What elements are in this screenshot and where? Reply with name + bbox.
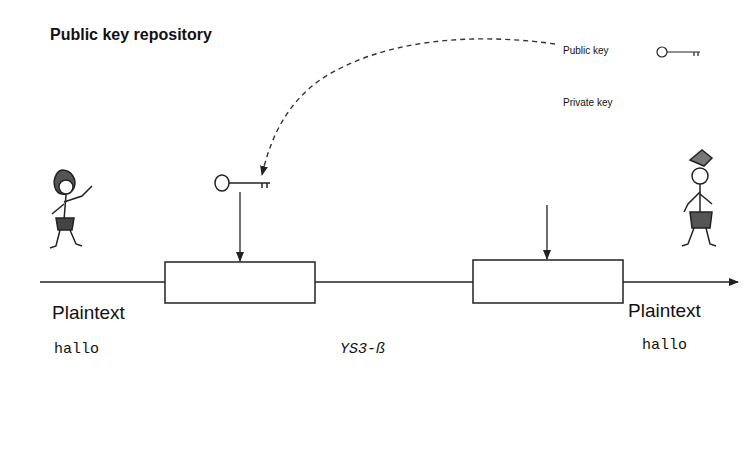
encrypt-box: [165, 262, 315, 303]
flow-line: [40, 281, 738, 283]
key-icon: [657, 47, 700, 57]
decrypt-box: [473, 260, 623, 303]
message-text: hallo: [52, 341, 101, 358]
key-icon: [215, 175, 270, 191]
sender-figure: [50, 170, 92, 248]
key-input-line: [546, 205, 547, 259]
receiver-figure: [682, 150, 716, 246]
plaintext-label: Plaintext: [626, 300, 703, 322]
message-text: hallo: [640, 337, 689, 354]
key-input-line: [239, 192, 240, 261]
key-label: Private key: [561, 97, 614, 108]
plaintext-label: Plaintext: [50, 302, 127, 324]
dashed-fetch-arrow: [262, 39, 555, 175]
ciphertext-text: YS3-ß: [338, 341, 387, 358]
diagram-title: Public key repository: [48, 26, 214, 44]
key-label: Public key: [561, 45, 611, 56]
